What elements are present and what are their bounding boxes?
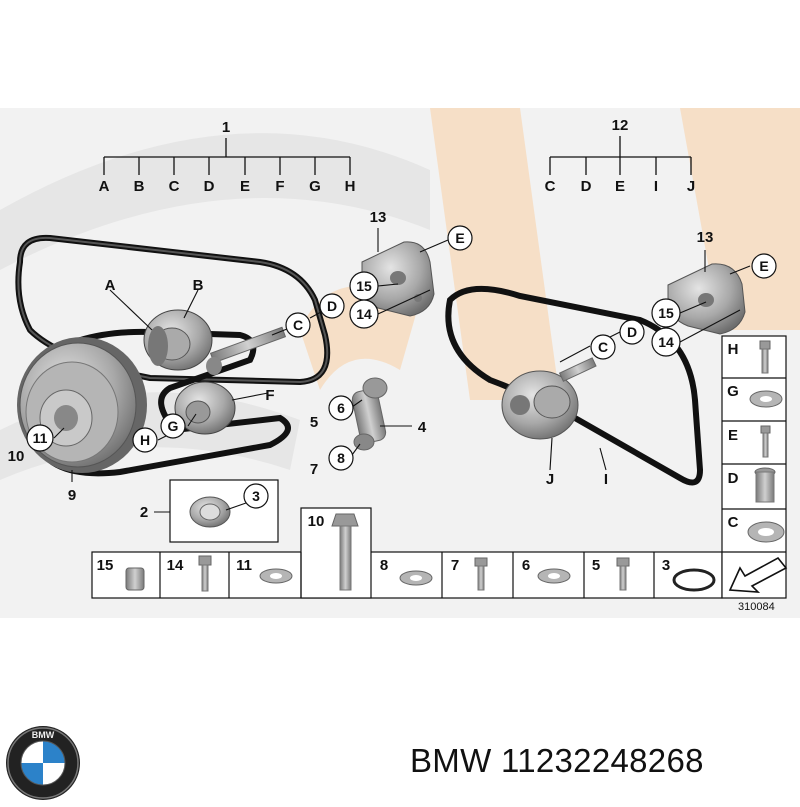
o-ring-icon: [672, 568, 716, 592]
callout-14-left: 14: [356, 306, 372, 322]
callouts: A B C D 13 E 15 14 F G H 6 5 8 7 4 11 10…: [8, 209, 777, 504]
callout-15-left: 15: [356, 278, 372, 294]
group-12-bracket: 12 C D E I J: [545, 117, 696, 195]
bolt-h-icon: [759, 340, 771, 374]
callout-g: G: [168, 418, 179, 434]
group-12-letter-e: E: [615, 178, 625, 195]
idler-pulley: [174, 381, 236, 435]
part-d-label: D: [728, 470, 739, 487]
part-7-label: 7: [451, 557, 459, 574]
part-14-label: 14: [167, 557, 184, 574]
part-h-label: H: [728, 341, 739, 358]
group-1-letter-d: D: [204, 178, 215, 195]
bolt-5-icon: [616, 557, 630, 591]
group-1-letter-c: C: [169, 178, 180, 195]
callout-e-right: E: [759, 258, 768, 274]
callout-7: 7: [310, 461, 318, 478]
sealing-ring-box: 3 2: [140, 479, 279, 543]
callout-13-left: 13: [370, 209, 387, 226]
sleeve-d-icon: [754, 467, 776, 503]
group-1-letter-b: B: [134, 178, 145, 195]
right-belt: [445, 285, 704, 486]
part-3-label: 3: [662, 557, 670, 574]
group-1-letter-f: F: [275, 178, 284, 195]
part-11-label: 11: [236, 557, 252, 574]
part-c-label: C: [728, 514, 739, 531]
logo-text: BMW: [32, 730, 55, 740]
callout-5: 5: [310, 414, 318, 431]
group-12-letter-c: C: [545, 178, 556, 195]
callout-j: J: [546, 471, 554, 488]
part-g-label: G: [727, 383, 739, 400]
callout-15-right: 15: [658, 305, 674, 321]
callout-f: F: [265, 387, 274, 404]
part-5-label: 5: [592, 557, 600, 574]
callout-14-right: 14: [658, 334, 674, 350]
group-1-letter-e: E: [240, 178, 250, 195]
tensioner-unit-right: [501, 357, 597, 440]
callout-d-left: D: [327, 298, 337, 314]
group-12-number: 12: [612, 117, 629, 134]
part-e-label: E: [728, 427, 738, 444]
callout-h: H: [140, 432, 150, 448]
callout-6: 6: [337, 400, 345, 416]
callout-a: A: [105, 277, 116, 294]
tensioner-bracket-left: [361, 241, 435, 317]
callout-i: I: [604, 471, 608, 488]
bmw-logo: BMW: [4, 724, 82, 802]
callout-e-left: E: [455, 230, 464, 246]
left-belt-long: [15, 234, 331, 386]
callout-10: 10: [8, 448, 25, 465]
watermark-background: [0, 108, 800, 618]
part-8-label: 8: [380, 557, 388, 574]
bolt-7-icon: [474, 557, 488, 591]
callout-9: 9: [68, 487, 76, 504]
group-1-letter-g: G: [309, 178, 321, 195]
callout-c-left: C: [293, 317, 303, 333]
callout-8: 8: [337, 450, 345, 466]
bolt-14-icon: [198, 555, 212, 592]
arrow-icon: [728, 556, 788, 593]
part-number-title: BMW 11232248268: [410, 742, 704, 779]
sleeve-icon: [125, 567, 145, 591]
part-15-label: 15: [97, 557, 114, 574]
tensioner-bracket-right: [667, 263, 746, 335]
group-1-letter-a: A: [99, 178, 110, 195]
callout-d-right: D: [627, 324, 637, 340]
group-1-bracket: 1 A B C D E F G H: [99, 119, 356, 195]
hydraulic-tensioner: [351, 377, 388, 451]
part-10-label: 10: [308, 513, 325, 530]
tensioner-pulley: [143, 309, 213, 371]
part-6-label: 6: [522, 557, 530, 574]
bolt-e-icon: [760, 425, 771, 458]
bolt-10-icon: [331, 513, 359, 591]
group-12-letter-i: I: [654, 178, 658, 195]
parts-column: H G E D C: [721, 335, 788, 599]
parts-row: 15 14 11 10 8 7 6 5 3: [91, 507, 723, 599]
callout-13-right: 13: [697, 229, 714, 246]
tensioner-bolt: [206, 326, 287, 375]
callout-3-box: 3: [252, 488, 260, 504]
callout-4: 4: [418, 419, 427, 436]
group-1-letter-h: H: [345, 178, 356, 195]
callout-2: 2: [140, 504, 148, 521]
callout-b: B: [193, 277, 204, 294]
group-12-letter-j: J: [687, 178, 695, 195]
group-1-number: 1: [222, 119, 230, 136]
callout-c-right: C: [598, 339, 608, 355]
leader-lines: [53, 228, 751, 513]
vibration-damper: [17, 337, 147, 473]
group-12-letter-d: D: [581, 178, 592, 195]
callout-11: 11: [33, 430, 48, 446]
diagram-reference-number: 310084: [738, 601, 775, 613]
